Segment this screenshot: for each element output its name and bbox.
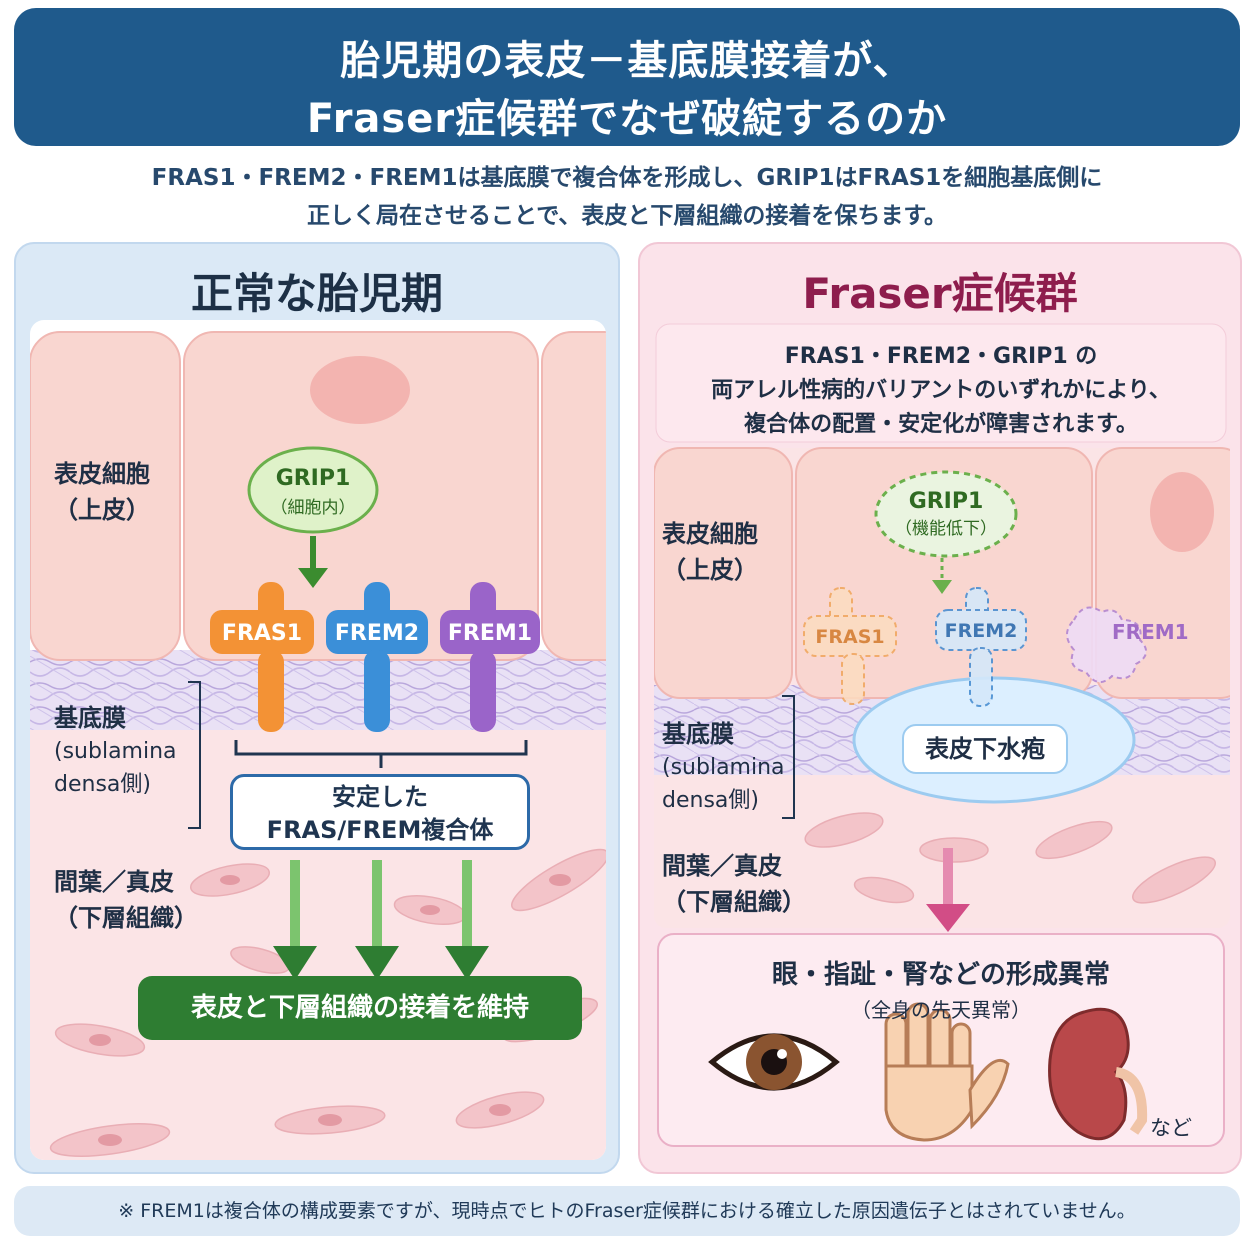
title-banner: 胎児期の表皮－基底膜接着が、 Fraser症候群でなぜ破綻するのか bbox=[14, 8, 1240, 146]
grip1-reduced-label: GRIP1 bbox=[909, 489, 984, 514]
adhesion-result-box: 表皮と下層組織の接着を維持 bbox=[138, 976, 582, 1040]
cause-line-3: 複合体の配置・安定化が障害されます。 bbox=[744, 412, 1138, 437]
fraser-frem1-label: FREM1 bbox=[1112, 620, 1189, 644]
normal-panel: 正常な胎児期 bbox=[14, 242, 620, 1174]
cause-line-2: 両アレル性病的バリアントのいずれかにより、 bbox=[711, 378, 1171, 403]
outcome-subtitle: （全身の先天異常） bbox=[851, 998, 1031, 1022]
normal-label-mesenchyme: 間葉／真皮 （下層組織） bbox=[54, 864, 198, 936]
fraser-frem2-label: FREM2 bbox=[945, 620, 1018, 642]
fraser-label-bm-3: densa側) bbox=[662, 788, 759, 813]
normal-label-epidermis: 表皮細胞 （上皮） bbox=[54, 456, 150, 528]
complex-line-2: FRAS/FREM複合体 bbox=[266, 816, 494, 844]
grip1-reduced-note: （機能低下） bbox=[895, 519, 997, 539]
fraser-protein-fras1: FRAS1 bbox=[803, 587, 897, 705]
normal-label-mes-2: （下層組織） bbox=[54, 904, 198, 932]
fraser-protein-frem2: FREM2 bbox=[935, 587, 1027, 707]
cause-line-1: FRAS1・FREM2・GRIP1 の bbox=[784, 344, 1098, 369]
subtitle-line-2: 正しく局在させることで、表皮と下層組織の接着を保ちます。 bbox=[306, 203, 948, 229]
normal-label-bm: 基底膜 (sublamina densa側) bbox=[54, 702, 177, 801]
mesenchyme-layer bbox=[30, 680, 606, 1160]
fraser-bm-bracket bbox=[782, 695, 795, 819]
outcome-arrow bbox=[943, 848, 953, 908]
outcome-etc: など bbox=[1150, 1116, 1192, 1140]
fraser-label-epidermis-2: （上皮） bbox=[662, 556, 758, 584]
protein-frem1: FREM1 bbox=[440, 582, 540, 732]
fraser-label-epidermis: 表皮細胞 （上皮） bbox=[662, 516, 758, 588]
normal-label-epidermis-2: （上皮） bbox=[54, 496, 150, 524]
adhesion-arrows bbox=[273, 860, 489, 980]
fraser-scene: GRIP1 （機能低下） FRAS1 FREM2 bbox=[654, 320, 1230, 1160]
cause-box-bg bbox=[655, 323, 1227, 443]
fraser-cell-nucleus bbox=[1150, 472, 1214, 552]
fraser-label-bm-1: 基底膜 bbox=[662, 720, 734, 748]
normal-label-mes-1: 間葉／真皮 bbox=[54, 868, 174, 896]
frem2-label: FREM2 bbox=[335, 621, 419, 646]
normal-label-bm-3: densa側) bbox=[54, 772, 151, 797]
fras1-label: FRAS1 bbox=[222, 621, 302, 646]
basement-membrane-bracket bbox=[188, 681, 201, 829]
normal-label-bm-1: 基底膜 bbox=[54, 704, 126, 732]
cause-box: FRAS1・FREM2・GRIP1 の 両アレル性病的バリアントのいずれかにより… bbox=[658, 340, 1224, 442]
fraser-protein-frem1 bbox=[1066, 606, 1147, 683]
fraser-panel: Fraser症候群 bbox=[638, 242, 1242, 1174]
complex-bracket bbox=[234, 740, 528, 768]
subtitle-line-1: FRAS1・FREM2・FREM1は基底膜で複合体を形成し、GRIP1はFRAS… bbox=[151, 165, 1103, 191]
blister-label: 表皮下水疱 bbox=[902, 724, 1068, 774]
fraser-label-bm: 基底膜 (sublamina densa側) bbox=[662, 718, 785, 817]
frem1-label: FREM1 bbox=[448, 621, 532, 646]
fraser-fras1-label: FRAS1 bbox=[815, 626, 884, 648]
eye-icon bbox=[708, 1033, 840, 1091]
title-line-2: Fraser症候群でなぜ破綻するのか bbox=[306, 96, 948, 142]
fraser-label-mes-2: （下層組織） bbox=[662, 888, 806, 916]
fraser-label-bm-2: (sublamina bbox=[662, 755, 785, 780]
normal-tissue-illustration: GRIP1 （細胞内） FRAS1 FREM2 FR bbox=[30, 331, 606, 1160]
normal-tissue-scene: GRIP1 （細胞内） FRAS1 FREM2 FR bbox=[30, 320, 606, 1160]
grip1-note: （細胞内） bbox=[271, 498, 356, 518]
protein-fras1: FRAS1 bbox=[210, 582, 314, 732]
fraser-panel-title: Fraser症候群 bbox=[802, 269, 1078, 318]
grip1-bubble bbox=[247, 446, 379, 534]
cell-nucleus bbox=[310, 356, 410, 424]
stable-complex-box: 安定した FRAS/FREM複合体 bbox=[230, 774, 530, 850]
outcome-title: 眼・指趾・腎などの形成異常 bbox=[771, 960, 1110, 990]
grip1-label: GRIP1 bbox=[276, 466, 351, 491]
grip1-reduced-bubble bbox=[874, 470, 1018, 558]
protein-frem2: FREM2 bbox=[326, 582, 428, 732]
title-line-1: 胎児期の表皮－基底膜接着が、 bbox=[340, 38, 914, 84]
fraser-label-mes-1: 間葉／真皮 bbox=[662, 852, 782, 880]
mesenchymal-nuclei bbox=[89, 874, 571, 1146]
footnote: ※ FREM1は複合体の構成要素ですが、現時点でヒトのFraser症候群における… bbox=[14, 1186, 1240, 1236]
fraser-mesenchymal-cells bbox=[804, 812, 1216, 904]
normal-label-bm-2: (sublamina bbox=[54, 739, 177, 764]
fraser-label-epidermis-1: 表皮細胞 bbox=[662, 520, 758, 548]
normal-panel-title: 正常な胎児期 bbox=[190, 269, 443, 318]
fraser-label-mesenchyme: 間葉／真皮 （下層組織） bbox=[662, 848, 806, 920]
kidney-icon bbox=[1048, 1007, 1148, 1141]
hand-icon bbox=[884, 1002, 1010, 1142]
complex-line-1: 安定した bbox=[332, 783, 428, 811]
normal-label-epidermis-1: 表皮細胞 bbox=[54, 460, 150, 488]
